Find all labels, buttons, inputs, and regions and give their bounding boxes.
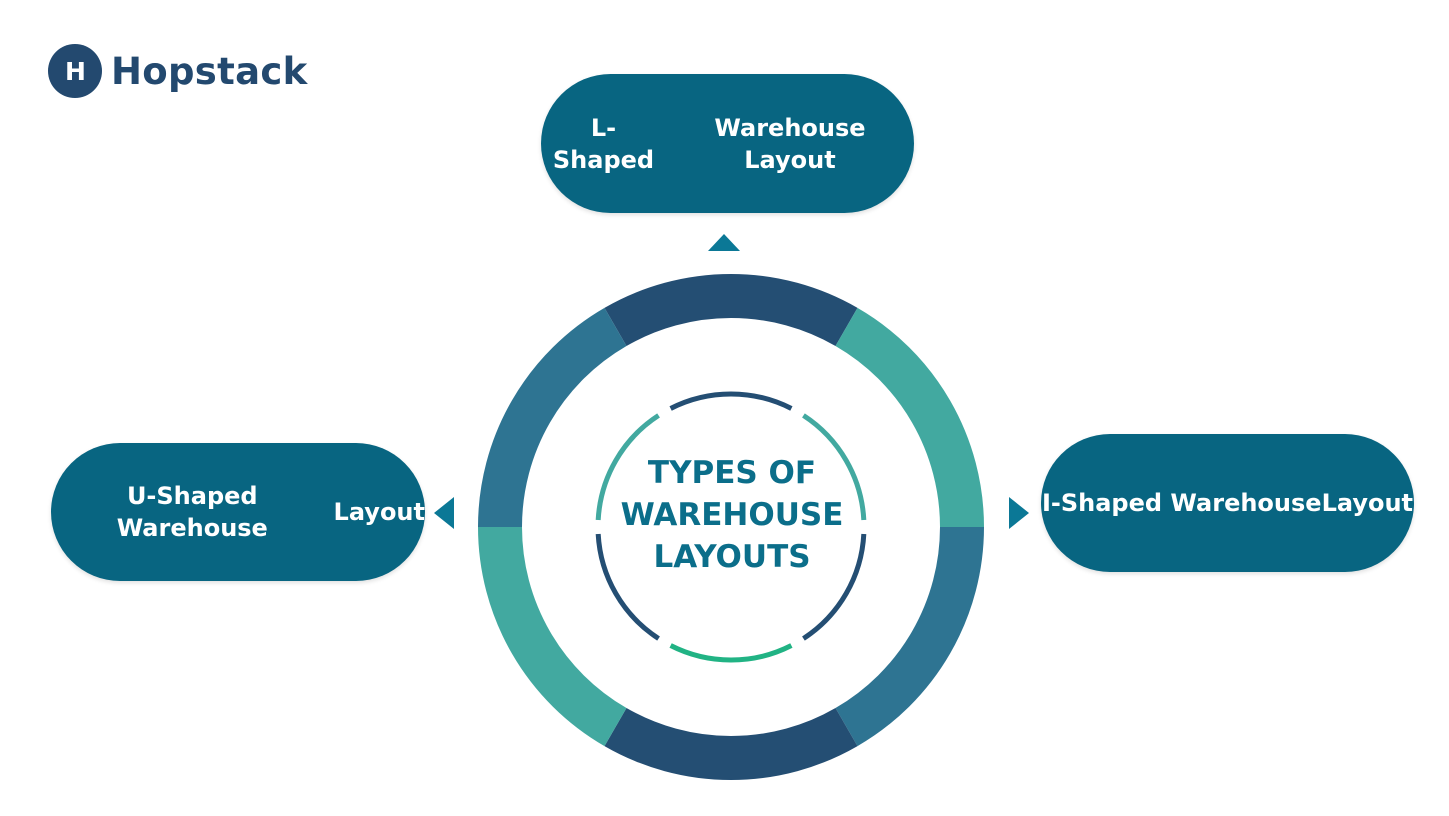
l-shaped-label-line-2: Warehouse Layout <box>714 113 866 174</box>
center-title: TYPES OF WAREHOUSE LAYOUTS <box>596 440 868 590</box>
u-shaped-label-line-1: U-Shaped Warehouse <box>116 482 268 542</box>
ring-segment-lower-right <box>835 526 984 747</box>
inner-arc-lower-right <box>802 533 867 641</box>
u-shaped-label-line-2: Layout <box>333 498 425 526</box>
l-shaped-layout-node: L-Shaped Warehouse Layout <box>541 74 914 213</box>
i-shaped-label-line-1: I-Shaped Warehouse <box>1041 489 1322 517</box>
inner-arc-upper-right <box>802 413 867 521</box>
ring-segment-top <box>604 274 858 347</box>
inner-arc-upper-left <box>595 413 660 521</box>
center-title-line-3: LAYOUTS <box>653 539 811 575</box>
brand-name: Hopstack <box>111 49 308 93</box>
arrow-up-icon <box>708 234 740 251</box>
hopstack-logo: H Hopstack <box>48 44 308 98</box>
ring-segment-upper-right <box>835 307 984 528</box>
outer-ring <box>478 274 984 780</box>
inner-ring <box>595 391 867 663</box>
i-shaped-layout-node: I-Shaped Warehouse Layout <box>1041 434 1414 572</box>
center-title-line-2: WAREHOUSE <box>620 497 844 533</box>
u-shaped-layout-node: U-Shaped Warehouse Layout <box>51 443 425 581</box>
center-title-line-1: TYPES OF <box>647 455 817 491</box>
ring-segment-bottom <box>604 707 858 780</box>
arrow-right-icon <box>1009 497 1029 529</box>
arrow-left-icon <box>434 497 454 529</box>
inner-arc-lower-left <box>595 533 660 641</box>
hopstack-logo-icon: H <box>48 44 102 98</box>
ring-segment-upper-left <box>478 307 627 528</box>
l-shaped-label-line-1: L-Shaped <box>552 113 655 174</box>
i-shaped-label-line-2: Layout <box>1321 489 1414 517</box>
inner-arc-top <box>669 391 793 411</box>
inner-arc-bottom <box>669 643 793 663</box>
ring-segment-lower-left <box>478 526 627 747</box>
